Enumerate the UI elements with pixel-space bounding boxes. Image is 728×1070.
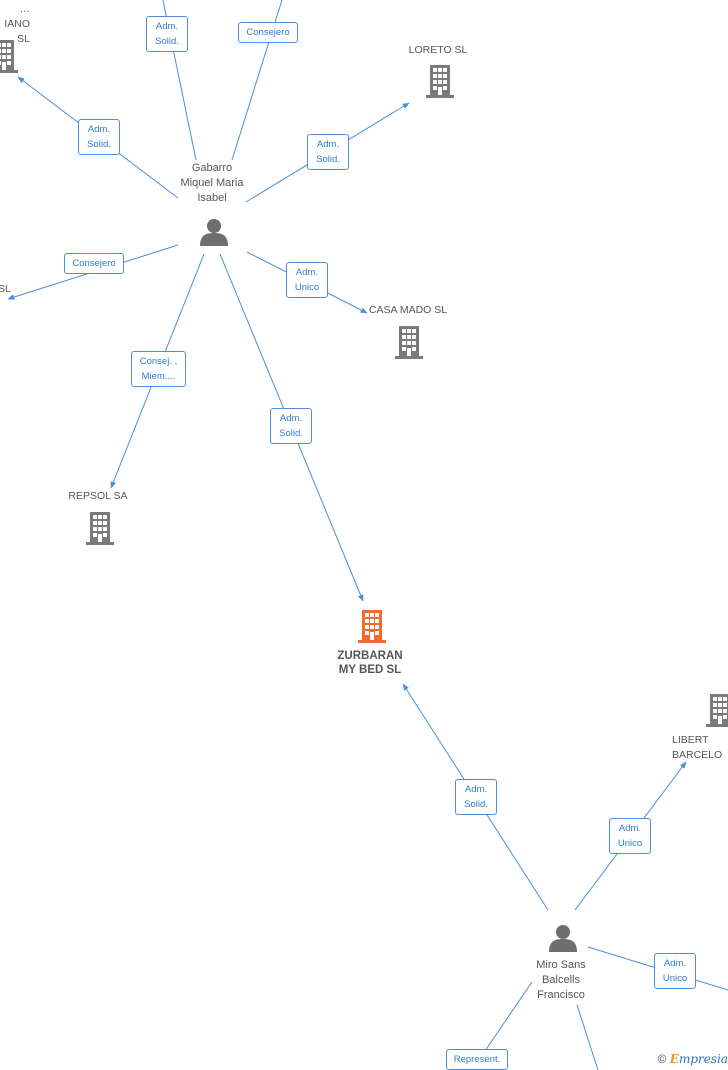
zurbaran-label[interactable]: ZURBARAN MY BED SL	[337, 650, 403, 676]
gabarro-label[interactable]: Gabarro Miquel Maria Isabel	[180, 162, 244, 204]
edge-label-casa[interactable]: Adm. Unico	[286, 262, 328, 298]
edge-miro-bottom	[576, 1004, 599, 1070]
edge-label-left[interactable]: Consejero	[64, 253, 124, 274]
edge-label-top2[interactable]: Consejero	[238, 22, 298, 43]
company-left-label[interactable]: SL	[0, 283, 11, 295]
copyright-symbol: ©	[657, 1052, 667, 1066]
miro-label[interactable]: Miro Sans Balcells Francisco	[536, 959, 586, 1001]
company-top-left-label[interactable]: …IANO SL	[4, 3, 30, 45]
building-icon-loreto[interactable]	[426, 65, 454, 98]
empresia-logo[interactable]: Empresia	[670, 1052, 728, 1066]
person-icon-gabarro[interactable]	[200, 219, 228, 246]
copyright-footer: © Empresia	[658, 1052, 728, 1066]
edge-label-top1[interactable]: Adm. Solid.	[146, 16, 188, 52]
loreto-label[interactable]: LORETO SL	[408, 44, 468, 56]
building-icon-casa-mado[interactable]	[395, 326, 423, 359]
building-icon-libert[interactable]	[706, 694, 728, 727]
building-icon-zurbaran[interactable]	[358, 610, 386, 643]
edge-label-zurb1[interactable]: Adm. Solid.	[270, 408, 312, 444]
edge-label-libert[interactable]: Adm. Unico	[609, 818, 651, 854]
edge-label-right-bottom[interactable]: Adm. Unico	[654, 953, 696, 989]
repsol-label[interactable]: REPSOL SA	[68, 490, 128, 502]
edge-label-repsol[interactable]: Consej. , Miem....	[131, 351, 186, 387]
brand-name-rest: mpresia	[678, 1052, 728, 1066]
edge-label-represent[interactable]: Represent.	[446, 1049, 508, 1070]
building-icon-repsol[interactable]	[86, 512, 114, 545]
edge-label-loreto[interactable]: Adm. Solid.	[307, 134, 349, 170]
edges	[7, 0, 728, 1070]
person-icon-miro[interactable]	[549, 925, 577, 952]
edge-label-left-top[interactable]: Adm. Solid.	[78, 119, 120, 155]
edge-label-zurb2[interactable]: Adm. Solid.	[455, 779, 497, 815]
libert-label[interactable]: LIBERT BARCELO	[672, 734, 723, 761]
brand-initial: E	[669, 1052, 679, 1066]
casa-mado-label[interactable]: CASA MADO SL	[368, 304, 448, 316]
